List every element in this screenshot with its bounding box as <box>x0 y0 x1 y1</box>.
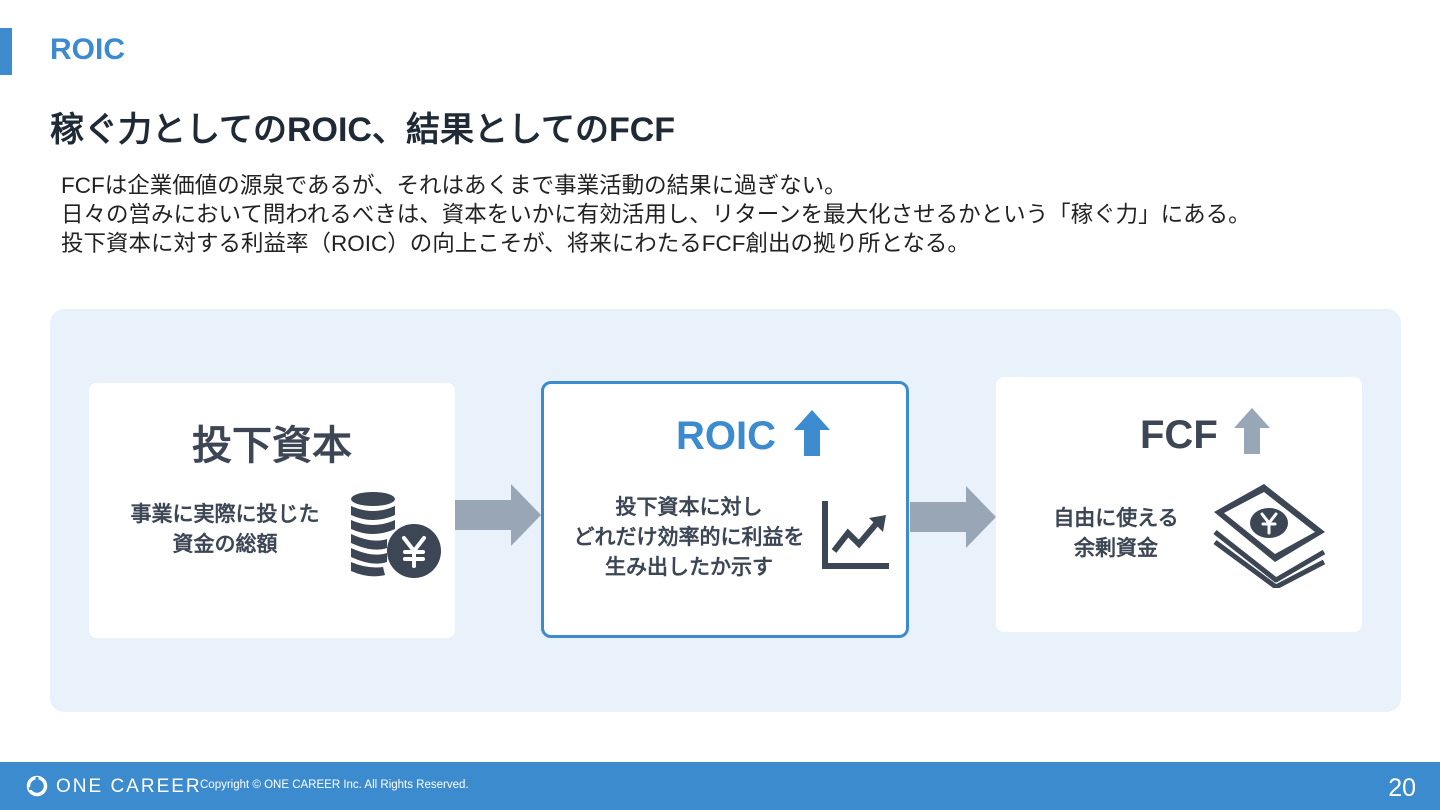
one-career-logo-icon <box>26 775 48 797</box>
flow-arrow <box>455 484 541 546</box>
section-accent-bar <box>0 28 12 75</box>
card-desc-line: 自由に使える <box>1053 507 1179 530</box>
banknote-stack-yen-icon <box>1213 484 1326 588</box>
invested-capital-card: 投下資本 事業に実際に投じた 資金の総額 <box>89 383 455 638</box>
card-desc-line: 生み出したか示す <box>605 556 773 579</box>
card-desc-line: どれだけ効率的に利益を <box>573 526 805 549</box>
fcf-card: FCF 自由に使える 余剰資金 <box>996 377 1362 632</box>
card-desc-line: 事業に実際に投じた <box>130 503 320 526</box>
card-desc-line: 投下資本に対し <box>615 496 763 519</box>
card-description: 投下資本に対し どれだけ効率的に利益を 生み出したか示す <box>564 493 814 583</box>
roic-card: ROIC 投下資本に対し どれだけ効率的に利益を 生み出したか示す <box>541 381 909 638</box>
footer-bar: ONE CAREER Copyright © ONE CAREER Inc. A… <box>0 762 1440 810</box>
intro-line: 投下資本に対する利益率（ROIC）の向上こそが、将来にわたるFCF創出の拠り所と… <box>61 231 970 256</box>
up-arrow-icon <box>794 410 830 456</box>
card-desc-line: 資金の総額 <box>172 533 278 556</box>
line-chart-icon <box>822 501 889 569</box>
intro-line: FCFは企業価値の源泉であるが、それはあくまで事業活動の結果に過ぎない。 <box>61 173 847 198</box>
intro-text: FCFは企業価値の源泉であるが、それはあくまで事業活動の結果に過ぎない。 日々の… <box>61 171 1251 258</box>
card-description: 自由に使える 余剰資金 <box>1026 504 1206 564</box>
page-number: 20 <box>1388 774 1416 802</box>
card-desc-line: 余剰資金 <box>1074 537 1158 560</box>
coin-stack-yen-icon <box>351 492 441 578</box>
page-title: 稼ぐ力としてのROIC、結果としてのFCF <box>50 111 676 149</box>
copyright-text: Copyright © ONE CAREER Inc. All Rights R… <box>200 779 469 791</box>
footer-logo-text: ONE CAREER <box>56 776 202 797</box>
card-title: FCF <box>1140 413 1218 457</box>
up-arrow-icon <box>1234 408 1270 454</box>
card-title: ROIC <box>676 414 776 458</box>
flow-arrow <box>910 486 996 548</box>
intro-line: 日々の営みにおいて問われるべきは、資本をいかに有効活用し、リターンを最大化させる… <box>61 202 1251 227</box>
card-description: 事業に実際に投じた 資金の総額 <box>117 500 333 560</box>
card-title: 投下資本 <box>192 424 352 468</box>
section-label: ROIC <box>50 33 125 66</box>
